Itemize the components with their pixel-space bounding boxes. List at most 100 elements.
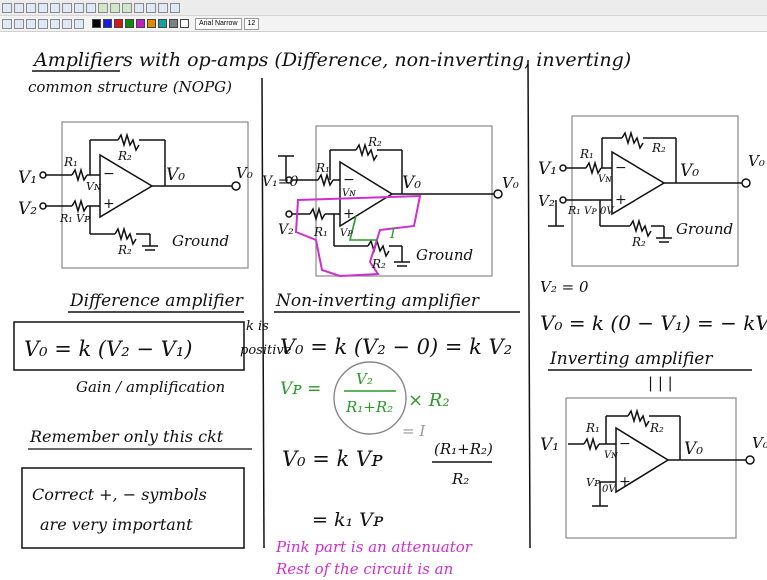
left-v2-label: V₂ [18, 199, 37, 219]
left-r1b-label: R₁ [59, 212, 73, 225]
pink-note-1: Pink part is an attenuator [275, 538, 473, 556]
color-swatch-6[interactable] [158, 19, 167, 28]
shape-icon[interactable] [62, 18, 72, 29]
right-r1a-label: R₁ [579, 147, 594, 161]
left-r2b-label: R₂ [117, 243, 132, 257]
fraction-circle [333, 361, 407, 435]
color-swatch-0[interactable] [92, 19, 101, 28]
c3-plus-sign: + [619, 474, 631, 490]
fraction-denominator: R₁+R₂ [345, 398, 393, 416]
mid-vo-label: V₀ [402, 173, 421, 193]
left-v1-label: V₁ [18, 168, 37, 188]
non-inverting-formula2: V₀ = k Vᴘ [282, 447, 383, 471]
paste-icon[interactable] [62, 2, 72, 13]
font-size-field[interactable]: 12 [243, 17, 260, 30]
color-swatch-8[interactable] [180, 19, 189, 28]
non-inverting-heading: Non-inverting amplifier [275, 291, 480, 311]
highlighter-icon[interactable] [38, 18, 48, 29]
open-icon[interactable] [14, 2, 24, 13]
c3-vp-label: Vᴘ [586, 476, 601, 489]
mid-r2b-label: R₂ [371, 257, 386, 271]
pen-icon[interactable] [86, 2, 96, 13]
select-icon[interactable] [2, 18, 12, 29]
lasso-icon[interactable] [74, 18, 84, 29]
vp-eq-label: Vᴘ = [280, 379, 321, 399]
next-icon[interactable] [110, 2, 120, 13]
left-ground-label: Ground [172, 232, 229, 250]
column-divider-1 [261, 77, 265, 549]
gain-label: Gain / amplification [76, 378, 225, 396]
font-name-field[interactable]: Arial Narrow [195, 17, 242, 30]
undo-icon[interactable] [74, 2, 84, 13]
mid-vo-out-label: V₀ [502, 174, 519, 192]
column-divider-2 [527, 59, 531, 549]
save-icon[interactable] [26, 2, 36, 13]
symbols-note-line1: Correct +, − symbols [32, 485, 207, 504]
left-vo-label: V₀ [166, 165, 185, 185]
mid-vn-label: Vɴ [342, 188, 356, 199]
inverting-bars: | | | [648, 374, 673, 392]
right-vp-label: Vᴘ [584, 206, 597, 217]
play-icon[interactable] [98, 2, 108, 13]
c3-v1-label: V₁ [540, 435, 559, 455]
c3-r1-label: R₁ [585, 421, 600, 435]
eraser-icon[interactable] [50, 18, 60, 29]
c3-vo-out-label: V₀ [752, 434, 767, 452]
attenuator-highlight [294, 194, 422, 278]
v2-zero-note: V₂ = 0 [540, 278, 589, 296]
right-v1-label: V₁ [538, 159, 557, 179]
mid-v1-label: V₁=0 [262, 174, 298, 190]
left-vn-label: Vɴ [86, 180, 102, 193]
prev-icon[interactable] [122, 2, 132, 13]
mid-r1b-label: R₁ [313, 225, 328, 239]
k-note-1: k is [246, 319, 269, 334]
left-minus-sign: − [103, 166, 115, 182]
left-r1a-label: R₁ [63, 155, 78, 169]
notes-subtitle: common structure (NOPG) [28, 78, 232, 96]
new-icon[interactable] [2, 2, 12, 13]
left-vo-out-label: V₀ [236, 164, 253, 182]
right-vo-label: V₀ [680, 161, 699, 181]
inverting-heading: Inverting amplifier [549, 349, 713, 369]
whiteboard-canvas[interactable]: Amplifiers with op-amps (Difference, non… [0, 32, 767, 580]
zoom-out-icon[interactable] [146, 2, 156, 13]
zoom-fit-icon[interactable] [158, 2, 168, 13]
inverting-amp-circuit-bottom [565, 397, 755, 539]
right-vo-out-label: V₀ [748, 152, 765, 170]
page-icon[interactable] [170, 2, 180, 13]
c3-minus-sign: − [619, 436, 631, 452]
cut-icon[interactable] [38, 2, 48, 13]
color-swatch-4[interactable] [136, 19, 145, 28]
non-inverting-formula1: V₀ = k (V₂ − 0) = k V₂ [280, 335, 512, 359]
color-swatch-3[interactable] [125, 19, 134, 28]
non-inverting-amp-circuit [278, 125, 503, 277]
difference-amp-heading: Difference amplifier [69, 291, 244, 311]
right-v2-label: V₂ [538, 192, 555, 210]
left-plus-sign: + [103, 196, 115, 212]
zoom-in-icon[interactable] [134, 2, 144, 13]
current-label: I [389, 226, 396, 242]
k-note-2: positive [240, 343, 292, 358]
mid-minus-sign: − [343, 172, 355, 188]
color-swatch-2[interactable] [114, 19, 123, 28]
mid-plus-sign: + [343, 206, 355, 222]
pink-note-2: Rest of the circuit is an [275, 560, 453, 578]
symbols-note-line2: are very important [40, 515, 193, 534]
color-swatch-1[interactable] [103, 19, 112, 28]
pen-tool-icon[interactable] [14, 18, 24, 29]
c3-vn-label: Vɴ [604, 450, 618, 461]
mid-v2-label: V₂ [278, 222, 294, 238]
mid-r1a-label: R₁ [315, 161, 330, 175]
c3-vo-label: V₀ [684, 439, 703, 459]
color-swatch-7[interactable] [169, 19, 178, 28]
formula2-denominator: R₂ [451, 470, 469, 488]
right-r2b-label: R₂ [631, 235, 646, 249]
right-ground-label: Ground [676, 220, 733, 238]
color-swatch-5[interactable] [147, 19, 156, 28]
copy-icon[interactable] [50, 2, 60, 13]
text-tool-icon[interactable] [26, 18, 36, 29]
mid-r2a-label: R₂ [367, 135, 382, 149]
main-toolbar [0, 0, 767, 16]
c3-r2-label: R₂ [649, 421, 664, 435]
mid-vp-label: Vᴘ [340, 228, 353, 239]
